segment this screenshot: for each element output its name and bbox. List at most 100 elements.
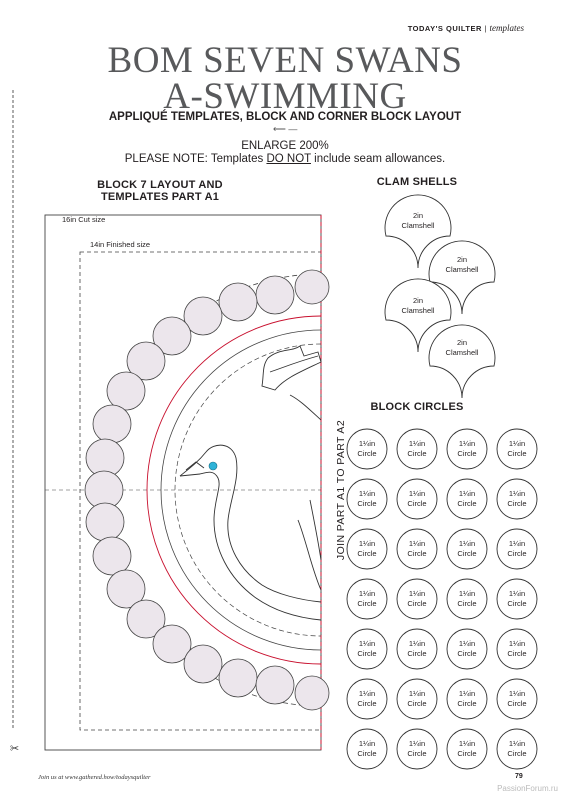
clamshell-4 [428, 324, 496, 399]
clamshell-name: Clamshell [401, 306, 435, 315]
swan-wing [261, 345, 322, 391]
join-label: JOIN PART A1 TO PART A2 [335, 419, 347, 561]
block-layout-heading-line-2: TEMPLATES PART A1 [100, 191, 220, 203]
block-circle [346, 728, 388, 770]
page-subtitle: APPLIQUÉ TEMPLATES, BLOCK AND CORNER BLO… [108, 111, 462, 123]
circle-size: 1¼in [358, 439, 376, 448]
circle-size: 1¼in [408, 639, 426, 648]
page-header: TODAY'S QUILTER | templates [408, 23, 524, 33]
block-circle [396, 478, 438, 520]
circle-name: Circle [507, 499, 527, 508]
block-circle [396, 728, 438, 770]
block-circle [496, 428, 538, 470]
circle-size: 1¼in [458, 489, 476, 498]
circle-size: 1¼in [408, 589, 426, 598]
ring-circle [85, 502, 125, 542]
circle-size: 1¼in [508, 639, 526, 648]
ring-circle [183, 296, 223, 336]
circle-size: 1¼in [408, 689, 426, 698]
circle-name: Circle [407, 599, 427, 608]
circle-size: 1¼in [358, 689, 376, 698]
circle-name: Circle [507, 699, 527, 708]
circle-name: Circle [407, 549, 427, 558]
clamshell-3 [384, 278, 452, 353]
clamshell-name: Clamshell [445, 348, 479, 357]
page-title-line-2: A-SWIMMING [163, 76, 407, 117]
clamshell-name: Clamshell [401, 221, 435, 230]
magazine-name: TODAY'S QUILTER [407, 24, 482, 33]
circle-size: 1¼in [508, 439, 526, 448]
cut-size-label: 16in Cut size [62, 215, 106, 224]
circle-size: 1¼in [358, 639, 376, 648]
footer-link: Join us at www.gathered.how/todaysquilte… [38, 774, 151, 781]
swan-neck-outline [179, 444, 322, 603]
circle-name: Circle [357, 649, 377, 658]
block-circle [346, 678, 388, 720]
ring-circle [183, 644, 223, 684]
block-circle [446, 578, 488, 620]
circle-size: 1¼in [408, 439, 426, 448]
circle-name: Circle [407, 449, 427, 458]
circle-name: Circle [457, 649, 477, 658]
block-circle [496, 728, 538, 770]
clam-shells-heading: CLAM SHELLS [376, 176, 458, 188]
ring-circle [92, 404, 132, 444]
circle-size: 1¼in [458, 589, 476, 598]
circle-size: 1¼in [408, 539, 426, 548]
circle-size: 1¼in [458, 639, 476, 648]
block-circle [346, 528, 388, 570]
circle-name: Circle [457, 449, 477, 458]
block-circle [496, 578, 538, 620]
clamshell-size: 2in [456, 255, 467, 264]
block-layout-heading: BLOCK 7 LAYOUT AND TEMPLATES PART A1 [85, 179, 235, 203]
circle-size: 1¼in [508, 489, 526, 498]
ring-circle [218, 282, 258, 322]
block-circle [396, 528, 438, 570]
circle-size: 1¼in [508, 589, 526, 598]
ring-circle [255, 665, 295, 705]
red-ring-arc [146, 315, 322, 665]
circle-size: 1¼in [358, 489, 376, 498]
block-circle [396, 678, 438, 720]
swan-beak [185, 461, 205, 471]
note-suffix: include seam allowances. [310, 153, 446, 165]
block-circle [346, 578, 388, 620]
block-circle [496, 478, 538, 520]
header-separator: | [484, 24, 487, 33]
swan-back-curve [289, 394, 322, 421]
block-circle [396, 628, 438, 670]
circle-name: Circle [457, 599, 477, 608]
circle-name: Circle [507, 649, 527, 658]
swan-template [179, 345, 322, 621]
swan-feather [309, 499, 322, 561]
page-title-line-1: BOM SEVEN SWANS [107, 40, 463, 81]
ring-circle [126, 599, 166, 639]
block-circle [496, 628, 538, 670]
clamshell-label-1: 2in Clamshell [388, 211, 448, 231]
note-prefix: PLEASE NOTE: Templates [124, 153, 267, 165]
circle-size: 1¼in [458, 689, 476, 698]
block-circle [396, 578, 438, 620]
circle-name: Circle [457, 549, 477, 558]
circle-size: 1¼in [508, 739, 526, 748]
enlarge-note: ENLARGE 200% [241, 140, 329, 152]
ring-circle [294, 675, 330, 711]
page-number: 79 [515, 773, 523, 780]
circle-name: Circle [407, 649, 427, 658]
circle-name: Circle [507, 549, 527, 558]
circle-name: Circle [407, 499, 427, 508]
circle-size: 1¼in [458, 539, 476, 548]
